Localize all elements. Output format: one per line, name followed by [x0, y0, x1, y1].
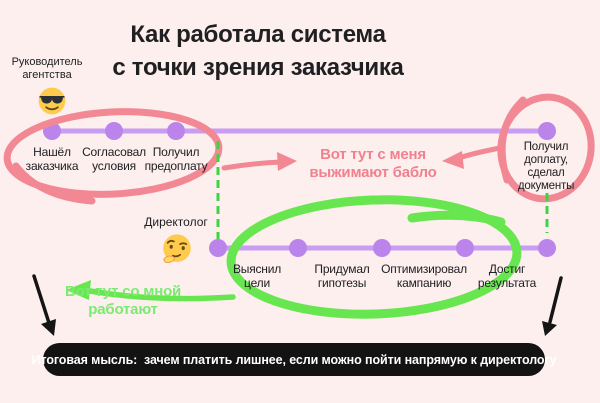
pink-arrow-left: [221, 152, 297, 171]
page-title-line-1: Как работала система: [130, 21, 386, 48]
green-arrow: [66, 280, 236, 302]
customer-milestone-dot-3: [167, 122, 185, 140]
black-arrow-left: [32, 274, 56, 336]
green-note: Вот тут со мной работают: [65, 283, 181, 318]
pink-circle-annotation-right: [497, 93, 595, 203]
page-title-line-2: с точки зрения заказчика: [112, 54, 404, 81]
milestone-label-line: Согласовал: [82, 145, 146, 159]
milestone-label-line: доплату,: [524, 154, 568, 166]
pink-note: Вот тут с меня выжимают бабло: [309, 146, 436, 181]
customer-milestone-label-3: Получил предоплату: [144, 145, 208, 173]
milestone-label-line: Нашёл: [33, 145, 71, 159]
conclusion-banner: Итоговая мысль: зачем платить лишнее, ес…: [32, 343, 557, 376]
specialist-milestone-dot-1: [209, 239, 227, 257]
milestone-label-line: документы: [517, 180, 575, 192]
pink-arrow-right: [442, 145, 503, 169]
customer-milestone-label-1: Нашёл заказчика: [25, 145, 79, 173]
pink-note-line1: Вот тут с меня: [320, 146, 426, 163]
agency-head-label: Руководитель агентства: [12, 56, 83, 81]
agency-head-label-line2: агентства: [22, 68, 72, 81]
thinking-emoji-icon: [163, 234, 191, 263]
green-note-line1: Вот тут со мной: [64, 283, 182, 300]
green-ellipse-annotation: [226, 195, 522, 319]
milestone-label-line: Оптимизировал: [381, 262, 467, 276]
milestone-label-line: условия: [92, 158, 136, 173]
milestone-label-line: Выяснил: [232, 262, 282, 276]
milestone-label-line: Получил: [523, 141, 569, 153]
specialist-milestone-dot-4: [456, 239, 474, 257]
milestone-label-line: предоплату: [144, 158, 208, 173]
conclusion-text: Итоговая мысль: зачем платить лишнее, ес…: [31, 352, 557, 367]
customer-timeline: [43, 122, 556, 140]
milestone-label-line: сделал: [527, 167, 565, 179]
customer-milestone-dot-4: [538, 122, 556, 140]
specialist-timeline: [209, 239, 556, 257]
customer-milestone-label-2: Согласовал условия: [82, 145, 146, 173]
green-note-line2: работают: [88, 300, 158, 318]
specialist-milestone-label-2: Придумал гипотезы: [314, 262, 370, 290]
specialist-milestone-label-4: Достиг результата: [477, 262, 537, 290]
milestone-label-line: результата: [477, 275, 537, 290]
customer-milestone-dot-2: [105, 122, 123, 140]
black-arrow-right: [542, 276, 563, 336]
agency-head-label-line1: Руководитель: [11, 56, 83, 68]
milestone-label-line: Достиг: [488, 262, 526, 276]
milestone-label-line: заказчика: [25, 158, 79, 173]
specialist-milestone-dot-2: [289, 239, 307, 257]
specialist-milestone-dot-5: [538, 239, 556, 257]
specialist-milestone-dot-3: [373, 239, 391, 257]
customer-milestone-label-4: Получил доплату, сделал документы: [518, 141, 574, 193]
milestone-label-line: Придумал: [314, 262, 370, 276]
milestone-label-line: кампанию: [396, 275, 452, 290]
milestone-label-line: гипотезы: [317, 275, 367, 290]
direct-specialist-label-text: Директолог: [144, 215, 208, 229]
specialist-milestone-label-1: Выяснил цели: [232, 262, 282, 290]
milestone-label-line: цели: [244, 275, 270, 290]
pink-note-line2: выжимают бабло: [309, 163, 437, 181]
sunglasses-emoji-icon: [38, 87, 66, 115]
page-title: Как работала система с точки зрения зака…: [8, 18, 508, 84]
direct-specialist-label: Директолог: [144, 216, 208, 229]
specialist-milestone-label-3: Оптимизировал кампанию: [381, 262, 467, 290]
milestone-label-line: Получил: [152, 145, 200, 159]
